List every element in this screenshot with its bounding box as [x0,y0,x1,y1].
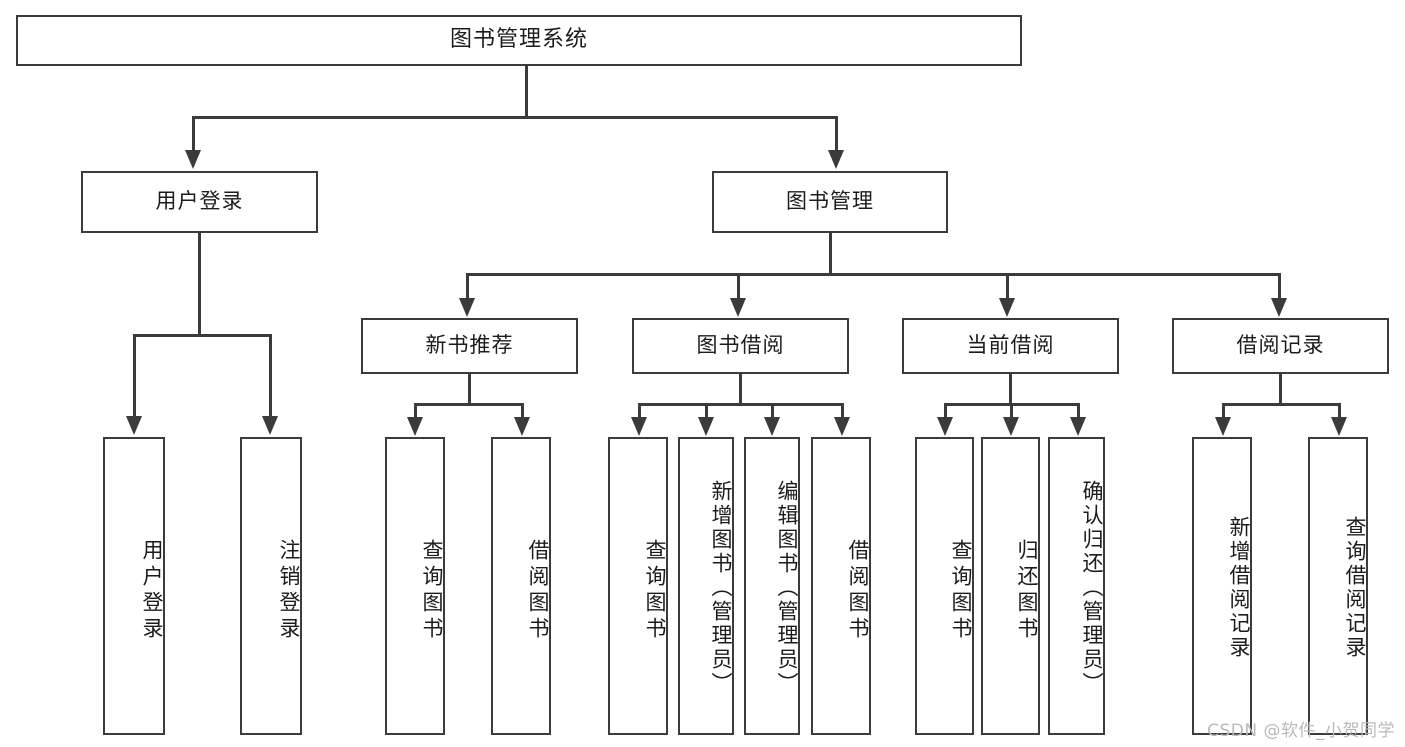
leaf-current-return-book[interactable]: 归还图书 [981,437,1040,735]
node-new-book-recommend[interactable]: 新书推荐 [361,318,578,374]
leaf-logout[interactable]: 注销登录 [240,437,302,735]
arrow-root-to-login [185,150,201,169]
node-label: 借阅图书 [526,539,550,643]
node-label: 查询借阅记录 [1343,516,1367,660]
leaf-borrow-borrow-book[interactable]: 借阅图书 [811,437,871,735]
leaf-user-login[interactable]: 用户登录 [103,437,165,735]
node-label: 归还图书 [1015,539,1039,643]
leaf-recommend-borrow-book[interactable]: 借阅图书 [491,437,551,735]
leaf-borrow-edit-book-admin[interactable]: 编辑图书（管理员） [744,437,800,735]
connector-borrow-leaf2 [705,403,708,419]
connector-login-bus [133,334,272,337]
connector-borrow-leaf4 [841,403,844,419]
connector-borrow-bus [638,403,843,406]
arrow-borrow-leaf4 [834,417,850,436]
node-label: 新增图书（管理员） [709,480,733,696]
connector-records-stem [1279,374,1282,404]
connector-borrow-leaf1 [638,403,641,419]
node-root-system[interactable]: 图书管理系统 [16,15,1022,66]
connector-current-leaf3 [1077,403,1080,419]
node-label: 查询图书 [643,539,667,643]
connector-bookmgmt-c1 [466,273,469,300]
arrow-borrow-leaf2 [698,417,714,436]
node-label: 注销登录 [277,539,301,643]
connector-borrow-stem [739,374,742,404]
connector-login-leaf1 [133,334,136,418]
connector-root-to-bookmgmt [835,116,838,153]
connector-bookmgmt-bus [466,273,1280,276]
watermark-text: CSDN @软件_小贺同学 [1207,721,1395,741]
connector-login-stem [198,233,201,335]
connector-current-leaf1 [944,403,947,419]
arrow-recommend-leaf2 [514,417,530,436]
arrow-current-leaf1 [937,417,953,436]
arrow-bookmgmt-c3 [999,298,1015,317]
node-label: 图书管理 [786,189,874,214]
connector-recommend-bus [414,403,524,406]
connector-records-leaf1 [1222,403,1225,419]
connector-bookmgmt-c4 [1278,273,1281,300]
node-book-borrow[interactable]: 图书借阅 [632,318,849,374]
node-label: 图书借阅 [696,333,785,358]
connector-current-stem [1009,374,1012,404]
node-label: 用户登录 [140,539,164,643]
node-label: 借阅记录 [1236,333,1325,358]
node-label: 借阅图书 [846,539,870,643]
node-borrow-records[interactable]: 借阅记录 [1172,318,1389,374]
connector-records-bus [1222,403,1340,406]
node-label: 确认归还（管理员） [1080,480,1104,696]
node-label: 新书推荐 [425,333,514,358]
connector-root-stem [525,66,528,117]
node-book-management[interactable]: 图书管理 [712,171,948,233]
connector-bookmgmt-c2 [737,273,740,300]
arrow-bookmgmt-c4 [1271,298,1287,317]
connector-borrow-leaf3 [771,403,774,419]
connector-current-leaf2 [1010,403,1013,419]
connector-root-bus [192,116,837,119]
node-label: 编辑图书（管理员） [775,480,799,696]
arrow-records-leaf2 [1331,417,1347,436]
node-label: 查询图书 [420,539,444,643]
arrow-records-leaf1 [1215,417,1231,436]
arrow-login-leaf2 [262,416,278,435]
arrow-root-to-bookmgmt [828,150,844,169]
node-label: 用户登录 [155,189,244,214]
arrow-borrow-leaf1 [631,417,647,436]
connector-bookmgmt-c3 [1006,273,1009,300]
arrow-current-leaf3 [1070,417,1086,436]
leaf-current-query-book[interactable]: 查询图书 [915,437,974,735]
connector-recommend-leaf2 [521,403,524,419]
node-label: 图书管理系统 [449,27,588,53]
leaf-current-confirm-return-admin[interactable]: 确认归还（管理员） [1048,437,1105,735]
node-label: 当前借阅 [966,333,1055,358]
connector-recommend-leaf1 [414,403,417,419]
node-current-borrow[interactable]: 当前借阅 [902,318,1119,374]
leaf-records-query-record[interactable]: 查询借阅记录 [1308,437,1368,735]
leaf-recommend-query-book[interactable]: 查询图书 [385,437,445,735]
leaf-borrow-add-book-admin[interactable]: 新增图书（管理员） [678,437,734,735]
arrow-recommend-leaf1 [407,417,423,436]
node-label: 新增借阅记录 [1227,516,1251,660]
arrow-bookmgmt-c1 [459,298,475,317]
node-user-login[interactable]: 用户登录 [81,171,318,233]
leaf-records-add-record[interactable]: 新增借阅记录 [1192,437,1252,735]
connector-recommend-stem [468,374,471,404]
node-label: 查询图书 [949,539,973,643]
arrow-login-leaf1 [126,416,142,435]
arrow-current-leaf2 [1003,417,1019,436]
connector-bookmgmt-stem [829,233,832,274]
connector-root-to-login [192,116,195,153]
arrow-borrow-leaf3 [764,417,780,436]
leaf-borrow-query-book[interactable]: 查询图书 [608,437,668,735]
connector-login-leaf2 [269,334,272,418]
arrow-bookmgmt-c2 [730,298,746,317]
connector-records-leaf2 [1338,403,1341,419]
